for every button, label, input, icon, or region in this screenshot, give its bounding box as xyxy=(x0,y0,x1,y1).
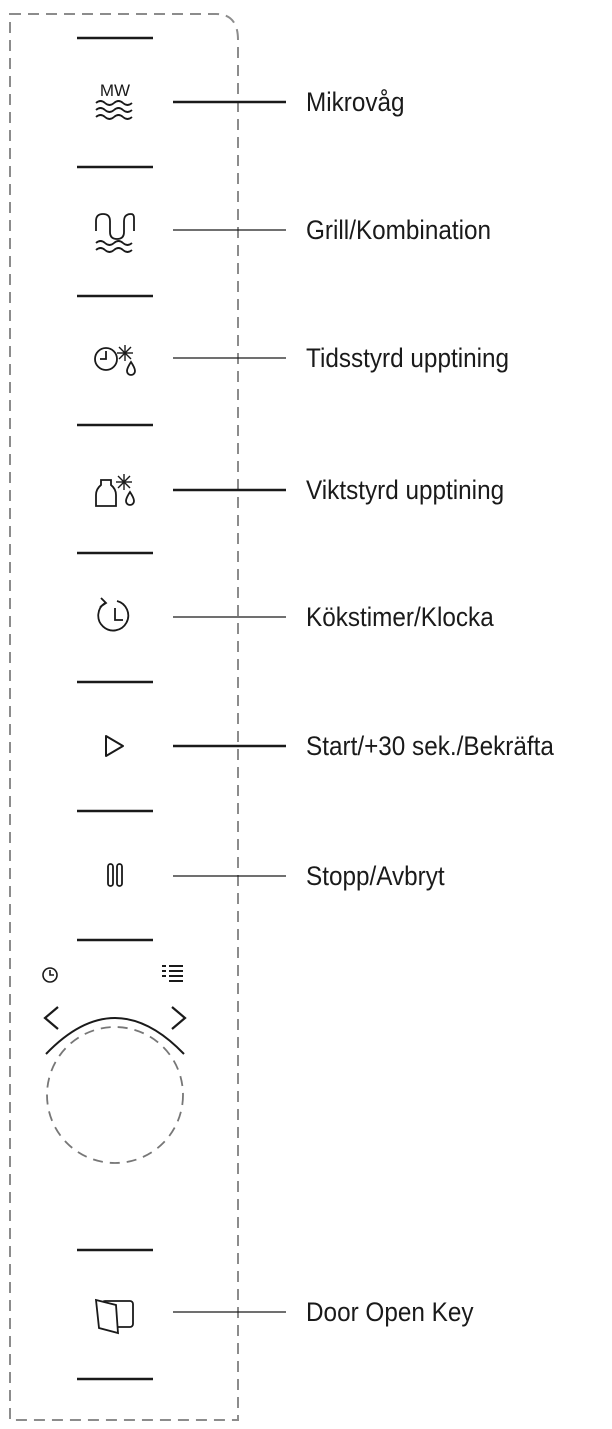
mikrovag-icon[interactable]: MW xyxy=(95,81,133,120)
timed-defrost-icon[interactable] xyxy=(94,345,136,376)
label-kokstimer-klocka: Kökstimer/Klocka xyxy=(306,602,494,632)
weight-defrost-icon[interactable] xyxy=(95,474,135,507)
rotary-knob[interactable] xyxy=(46,1026,184,1164)
knob-arrow-left[interactable] xyxy=(43,1006,59,1030)
label-mikrovag: Mikrovåg xyxy=(306,87,405,117)
knob-clock-icon xyxy=(42,967,58,983)
grill-kombination-icon[interactable] xyxy=(95,213,135,253)
kitchen-timer-clock-icon[interactable] xyxy=(97,597,130,632)
leader-lines xyxy=(173,100,286,1313)
label-grill-kombination: Grill/Kombination xyxy=(306,215,492,245)
label-door-open-key: Door Open Key xyxy=(306,1297,474,1327)
label-viktstyrd-upptining: Viktstyrd upptining xyxy=(306,475,505,505)
start-icon[interactable] xyxy=(105,735,124,757)
knob-arrow-right[interactable] xyxy=(171,1006,187,1030)
label-stopp-avbryt: Stopp/Avbryt xyxy=(306,861,445,891)
knob-rotation-arc xyxy=(45,1017,185,1055)
mw-icon-text: MW xyxy=(100,81,130,100)
button-dividers xyxy=(77,36,153,1381)
menu-list-icon xyxy=(162,965,183,982)
door-open-icon[interactable] xyxy=(94,1298,134,1335)
label-start: Start/+30 sek./Bekräfta xyxy=(306,731,554,761)
label-tidsstyrd-upptining: Tidsstyrd upptining xyxy=(306,343,510,373)
stop-icon[interactable] xyxy=(107,863,123,887)
panel-outline xyxy=(9,13,239,1421)
